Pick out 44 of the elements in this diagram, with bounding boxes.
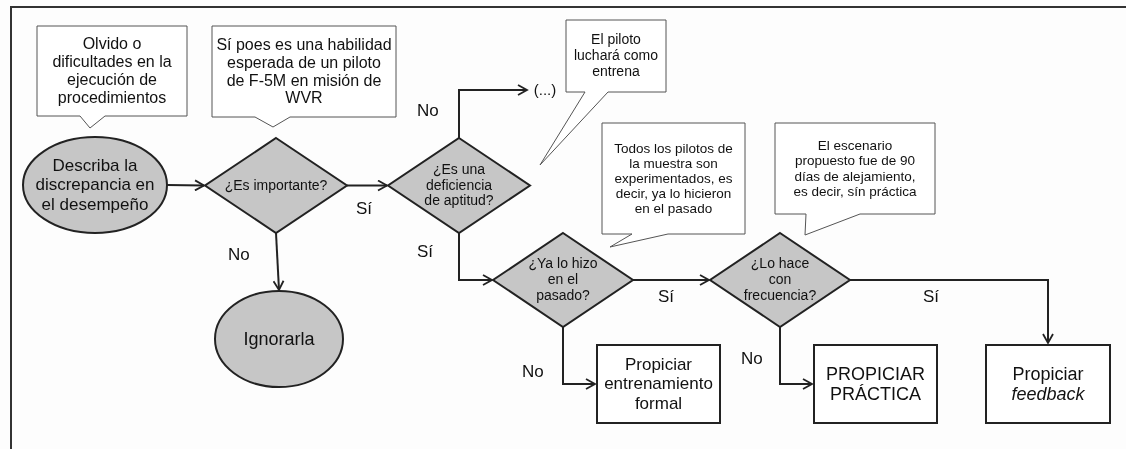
ellipse-node xyxy=(23,137,167,233)
arrow xyxy=(346,179,388,192)
node-text: ¿Ya lo hizo en el pasado? xyxy=(527,256,599,304)
node-text: ¿Lo hace con frecuencia? xyxy=(742,256,818,304)
node-text: Propiciar feedback xyxy=(1010,363,1086,405)
node-text: Sí poes es una habilidad esperada de un piloto de F-5M en misión de WVR xyxy=(216,35,392,108)
node-text: Todos los pilotos de la muestra son experimentados, es decir, ya lo hicieron en el pasado xyxy=(613,140,734,217)
arrow xyxy=(849,279,1054,344)
node-text: ¿Es una deficiencia de aptitud? xyxy=(423,162,495,209)
action-box xyxy=(596,344,721,424)
arrow xyxy=(458,232,493,286)
node-text: Propiciar entrenamiento formal xyxy=(603,355,714,413)
node-text: Describa la discrepancia en el desempeño xyxy=(34,156,156,214)
arrow xyxy=(779,326,813,390)
node-text: (...) xyxy=(533,81,557,99)
arrow xyxy=(632,274,710,286)
action-box xyxy=(813,344,938,424)
ellipse-node xyxy=(215,291,343,387)
edge-label: No xyxy=(522,363,544,380)
edge-label: Sí xyxy=(658,288,675,305)
node-text: ¿Es importante? xyxy=(224,177,328,194)
arrow xyxy=(562,326,596,390)
edge-label: No xyxy=(741,350,763,367)
decision-diamond xyxy=(493,233,633,327)
speech-callout xyxy=(775,123,935,235)
edge-label: No xyxy=(228,246,250,263)
edge-label: No xyxy=(417,102,439,119)
arrow xyxy=(458,84,528,139)
edge-label: Sí xyxy=(923,288,940,305)
node-text: El escenario propuesto fue de 90 días de alejamiento, es decir, sín práctica xyxy=(792,138,918,199)
speech-callout xyxy=(37,26,187,128)
speech-callout xyxy=(602,123,745,247)
edge-label: Sí xyxy=(356,200,373,217)
decision-diamond xyxy=(388,138,530,233)
decision-diamond xyxy=(205,138,347,233)
decision-diamond xyxy=(710,233,850,327)
action-box xyxy=(985,344,1111,424)
node-text: El piloto luchará como entrena xyxy=(572,32,659,80)
node-text: Ignorarla xyxy=(243,328,315,350)
node-text: PROPICIAR PRÁCTICA xyxy=(825,363,926,405)
node-text: Olvido o dificultades en la ejecución de procedimientos xyxy=(51,35,173,107)
arrow xyxy=(272,232,285,291)
speech-callout xyxy=(212,26,396,127)
edge-label: Sí xyxy=(417,243,434,260)
